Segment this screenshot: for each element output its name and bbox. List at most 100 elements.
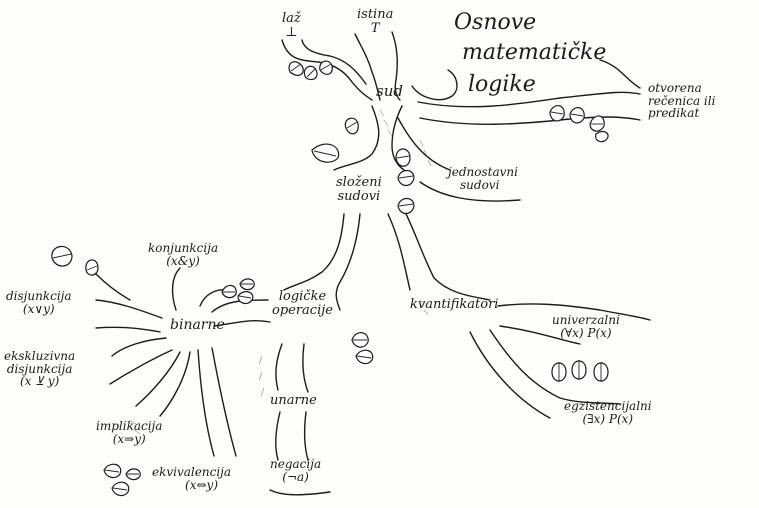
node-slozeni: složeni sudovi xyxy=(336,176,382,203)
branch-otvorena-top xyxy=(599,59,641,89)
branch-ekvi xyxy=(197,349,215,457)
branch-impl-right xyxy=(159,351,191,417)
node-egzistencijalni-line-1: egzistencijalni xyxy=(564,399,652,413)
node-ekskluzivna-line-1: ekskluzivna xyxy=(4,349,76,363)
node-negacija-formula: (¬a) xyxy=(282,469,309,484)
node-jednostavni-line-2: sudovi xyxy=(460,177,500,192)
node-ekvivalencija-line-1: ekvivalencija xyxy=(152,465,232,479)
leaf-cluster-konjunkcija xyxy=(221,278,255,305)
leaf-cluster-operacije xyxy=(351,332,374,365)
node-logicke-line-1: logičke xyxy=(278,289,327,304)
node-disjunkcija-formula: (x∨y) xyxy=(22,301,55,316)
branch-eksk-lower xyxy=(109,349,173,385)
branch-neg xyxy=(275,411,281,461)
node-slozeni-line-1: složeni xyxy=(336,175,382,190)
leaf-cluster-slozeni-right xyxy=(395,148,415,215)
branch-disj-lower xyxy=(95,326,161,333)
node-slozeni-line-2: sudovi xyxy=(337,188,381,204)
branch-neg-foot xyxy=(269,489,331,496)
branch-laz xyxy=(281,39,373,101)
node-istina: istina T xyxy=(357,8,393,35)
branch-jednostavni xyxy=(397,117,451,171)
node-istina-text: istina xyxy=(357,7,394,22)
branch-sud-right xyxy=(391,105,405,171)
branch-slozeni-down-left xyxy=(283,213,345,291)
leaf-cluster-egzistencijalni xyxy=(551,360,609,382)
node-univerzalni: univerzalni (∀x) P(x) xyxy=(552,314,620,339)
node-ekvivalencija-formula: (x⇔y) xyxy=(185,477,218,492)
node-egzistencijalni-formula: (∃x) P(x) xyxy=(582,411,634,426)
node-unarne: unarne xyxy=(270,393,317,408)
node-otvorena: otvorena rečenica ili predikat xyxy=(648,82,715,120)
branch-binarne xyxy=(213,319,271,327)
branch-konj xyxy=(171,267,181,311)
node-negacija-line-1: negacija xyxy=(270,457,322,471)
shading-hatches xyxy=(129,109,432,435)
node-univerzalni-line-1: univerzalni xyxy=(552,313,620,327)
leaf-cluster-top xyxy=(288,60,333,81)
branch-univerzalni-lower xyxy=(499,325,581,345)
node-otvorena-line-3: predikat xyxy=(648,106,700,121)
node-ekvivalencija: ekvivalencija (x⇔y) xyxy=(152,466,231,491)
node-laz: laž ⊥ xyxy=(282,12,301,39)
node-istina-symbol: T xyxy=(370,20,380,36)
branch-istina xyxy=(354,33,381,101)
branch-ekvi-right xyxy=(211,347,237,457)
node-disjunkcija: disjunkcija (x∨y) xyxy=(6,290,72,315)
map-title-line-2: matematičke xyxy=(462,40,607,65)
branch-istina-inner xyxy=(391,31,401,101)
node-otvorena-line-2: rečenica ili xyxy=(648,93,716,108)
branch-disj xyxy=(95,299,163,319)
branch-otvorena xyxy=(417,91,641,108)
node-ekskluzivna-formula: (x ⊻ y) xyxy=(19,374,60,389)
branch-disj-top xyxy=(95,273,131,301)
branch-title xyxy=(411,69,458,101)
node-implikacija-line-1: implikacija xyxy=(96,419,163,433)
node-otvorena-line-1: otvorena xyxy=(648,81,702,95)
branch-jednostavni-lower xyxy=(419,181,521,202)
branch-kvant xyxy=(387,213,411,291)
branch-unarne xyxy=(275,343,283,391)
branch-otvorena-lower xyxy=(419,116,641,125)
leaf-cluster-slozeni-left xyxy=(311,117,359,163)
node-univerzalni-formula: (∀x) P(x) xyxy=(560,325,612,340)
leaf-cluster-implikacija xyxy=(103,463,141,497)
node-konjunkcija-line-1: konjunkcija xyxy=(148,241,219,255)
node-sud: sud xyxy=(376,82,403,100)
branch-impl xyxy=(135,351,181,407)
leaf-cluster-disjunkcija-top xyxy=(51,245,99,276)
node-logicke-operacije: logičke operacije xyxy=(272,290,333,317)
branch-neg-right xyxy=(303,411,309,461)
node-ekskluzivna: ekskluzivna disjunkcija (x ⊻ y) xyxy=(4,350,75,388)
branch-kvant-outer xyxy=(401,205,491,301)
node-egzistencijalni: egzistencijalni (∃x) P(x) xyxy=(564,400,652,425)
node-implikacija: implikacija (x⇒y) xyxy=(96,420,162,445)
node-konjunkcija: konjunkcija (x&y) xyxy=(148,242,218,267)
branch-univerzalni xyxy=(497,303,651,321)
node-negacija: negacija (¬a) xyxy=(270,458,321,483)
branch-binarne-top xyxy=(211,299,269,313)
node-konjunkcija-formula: (x&y) xyxy=(166,253,200,268)
node-implikacija-formula: (x⇒y) xyxy=(112,431,146,446)
leaf-cluster-otvorena xyxy=(549,105,609,143)
node-ekskluzivna-line-2: disjunkcija xyxy=(6,361,73,376)
branch-slozeni-down-right xyxy=(335,213,361,311)
node-laz-text: laž xyxy=(282,11,301,26)
node-disjunkcija-line-1: disjunkcija xyxy=(6,289,72,303)
node-laz-symbol: ⊥ xyxy=(285,24,298,40)
map-title-line-1: Osnove xyxy=(454,10,537,35)
node-logicke-line-2: operacije xyxy=(272,302,333,318)
branch-egz xyxy=(489,329,621,405)
branch-unarne-right xyxy=(302,343,309,393)
branch-egz-lower xyxy=(469,331,551,419)
node-jednostavni: jednostavni sudovi xyxy=(448,166,518,191)
node-binarne: binarne xyxy=(170,317,225,333)
node-kvantifikatori: kvantifikatori xyxy=(410,297,499,312)
branch-sud-left xyxy=(333,105,380,171)
node-jednostavni-line-1: jednostavni xyxy=(448,165,518,179)
branch-laz-inner xyxy=(301,39,367,85)
map-title-line-3: logike xyxy=(468,72,536,97)
branch-eksk xyxy=(111,337,167,357)
